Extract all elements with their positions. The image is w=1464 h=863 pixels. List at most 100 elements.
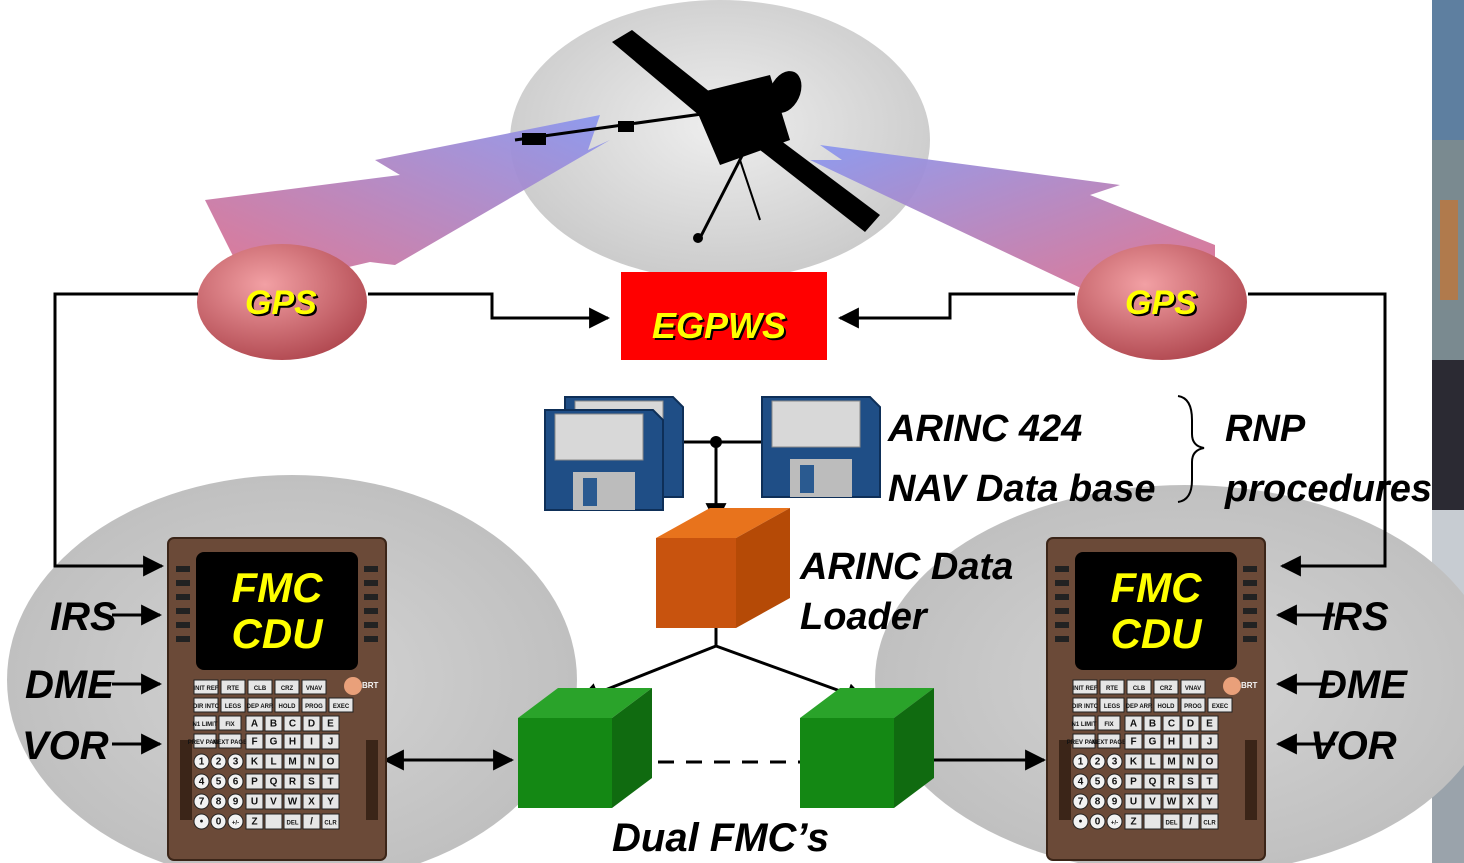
cdu-key [283,793,302,810]
cdu-key [1200,773,1219,790]
brace [1177,395,1205,503]
cdu-key-label: N [1187,757,1194,768]
cdu-key [245,733,264,750]
cdu-key [227,773,244,790]
cdu-key-label: M [288,757,296,768]
cdu-key-label: 0 [1095,817,1101,828]
cdu-key [302,793,321,810]
cdu-key [1072,793,1089,810]
fmc-cube-left [518,688,652,808]
cdu-key-label: 1 [199,757,205,768]
cdu-key-label: 9 [1112,797,1118,808]
cdu-key-label: O [327,757,335,768]
cdu-key [1072,813,1089,830]
cdu-key-label: N1 LIMIT [1072,722,1097,728]
cdu-key [245,773,264,790]
cdu-key-label: O [1206,757,1214,768]
right-signal-beam [810,145,1215,290]
cdu-key-label: N [308,757,315,768]
cdu-key [1143,813,1162,830]
cdu-key-label: B [1149,719,1156,730]
cdu-key-label: G [1149,737,1157,748]
right-input-vor: VOR [1310,724,1397,768]
cdu-key-label: B [270,719,277,730]
cdu-key-label: K [251,757,259,768]
cdu-key [1072,679,1098,695]
cdu-key [245,813,264,830]
cdu-key-label: LEGS [225,704,241,710]
cdu-key-label: H [289,737,296,748]
cdu-key [245,715,264,732]
cdu-key-label: INIT REF [194,686,219,692]
cdu-key [247,679,273,695]
cdu-key-label: DEP ARR [1126,704,1153,710]
cdu-key [1200,715,1219,732]
cdu-key-label: HOLD [279,704,297,710]
cdu-key [283,813,302,830]
cdu-key [1124,715,1143,732]
cdu-key-label: 0 [216,817,222,828]
cdu-key-label: C [1168,719,1175,730]
cdu-key-label: FIX [225,722,234,728]
cdu-key [1097,715,1121,731]
cdu-key [1153,679,1179,695]
cdu-key [1106,813,1123,830]
cdu-key [264,733,283,750]
cdu-key [1162,793,1181,810]
cdu-key [1207,697,1233,713]
cdu-key [1180,697,1206,713]
cdu-key [302,773,321,790]
cdu-key [1162,773,1181,790]
cdu-key [193,793,210,810]
cdu-key-label: G [270,737,278,748]
cdu-key-label: 4 [199,777,205,788]
cdu-key-label: 5 [1095,777,1101,788]
cdu-key-label: PREV PAGE [188,740,223,746]
cdu-key-label: DEP ARR [247,704,274,710]
cdu-key [218,733,242,749]
cdu-key-label: DIR INTC [193,704,220,710]
cdu-key-label: 9 [233,797,239,808]
cdu-key [1180,679,1206,695]
cdu-key [1106,753,1123,770]
cdu-key [264,793,283,810]
cdu-key-label: VNAV [1185,686,1201,692]
floppy-disk-icon [544,396,881,511]
fmc-left-line1: FMC [231,564,323,611]
cdu-key [1124,753,1143,770]
gps-left-label: GPS [245,284,317,322]
cdu-key-label: W [288,797,298,808]
left-input-irs: IRS [50,595,117,639]
cdu-key-label: K [1130,757,1138,768]
cdu-key-label: H [1168,737,1175,748]
fmc-right-line1: FMC [1110,564,1202,611]
loader-label-line2: Loader [800,596,927,638]
cdu-key [193,733,217,749]
loader-label-line1: ARINC Data [800,546,1014,588]
cdu-key [302,715,321,732]
cdu-key [210,773,227,790]
left-signal-beam [205,115,610,290]
cdu-key-label: HOLD [1158,704,1176,710]
cdu-key-label: FIX [1104,722,1113,728]
right-input-dme: DME [1318,663,1407,707]
cdu-key-label: D [1187,719,1194,730]
cdu-key-label: EXEC [1212,704,1229,710]
cdu-key-label: CRZ [281,686,294,692]
cdu-key-label: 6 [233,777,239,788]
cdu-key-label: P [251,777,258,788]
cdu-key-label: Q [270,777,278,788]
cdu-key-label: R [1168,777,1176,788]
cdu-key [1200,733,1219,750]
cdu-key [1126,679,1152,695]
cdu-key [1124,793,1143,810]
cdu-key-label: 6 [1112,777,1118,788]
rnp-label-line2: procedures [1225,468,1432,510]
egpws-label: EGPWS [652,305,787,346]
cdu-key-label: • [200,817,204,828]
cdu-key [1143,715,1162,732]
cdu-key [245,793,264,810]
cdu-key-label: • [1079,817,1083,828]
